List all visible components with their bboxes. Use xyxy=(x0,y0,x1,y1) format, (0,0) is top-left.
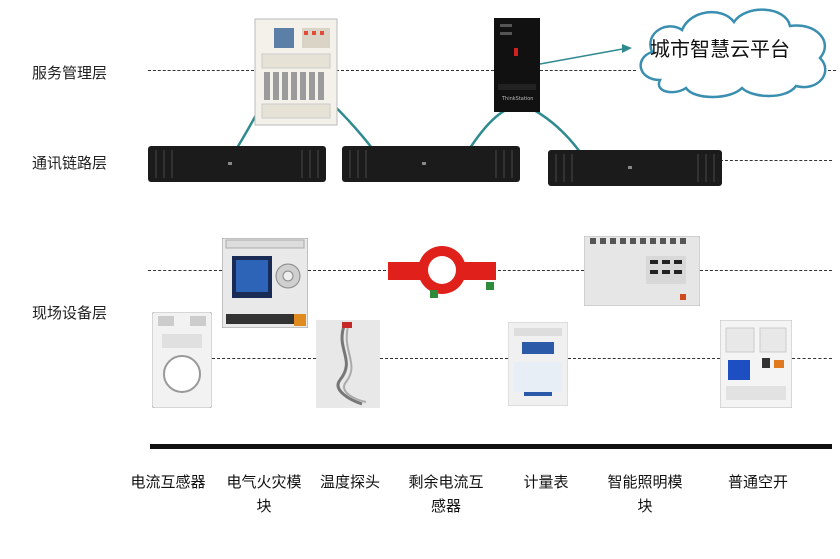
device-label-line1: 电流互感器 xyxy=(130,473,206,491)
dashed-line-field-lower-1 xyxy=(212,358,316,359)
fire-alarm-host-icon xyxy=(254,18,338,126)
field-base-bar xyxy=(150,444,832,449)
link-server-gateway3 xyxy=(533,108,582,153)
device-label-line1: 计量表 xyxy=(523,473,569,491)
energy-meter-icon xyxy=(508,322,568,406)
layer-label-comm: 通讯链路层 xyxy=(32,154,108,172)
layer-label-service: 服务管理层 xyxy=(32,64,108,82)
dashed-line-comm-2 xyxy=(720,160,832,161)
dashed-line-service-1 xyxy=(148,70,254,71)
intelligent-lighting-module-icon xyxy=(584,236,700,306)
device-label-line2: 块 xyxy=(637,497,653,515)
gateway-2-icon xyxy=(342,146,520,182)
current-transformer-icon xyxy=(152,312,212,408)
device-label-temperature-probe: 温度探头 xyxy=(312,470,388,494)
svg-text:ThinkStation: ThinkStation xyxy=(501,96,533,102)
cloud-label: 城市智慧云平台 xyxy=(650,37,790,61)
layer-label-field: 现场设备层 xyxy=(32,304,108,322)
dashed-line-service-4 xyxy=(818,70,836,71)
device-label-energy-meter: 计量表 xyxy=(516,470,576,494)
link-server-gateway2 xyxy=(468,108,507,149)
device-label-intelligent-lighting-module: 智能照明模 块 xyxy=(600,470,690,518)
device-label-line1: 电气火灾模 xyxy=(226,473,302,491)
dashed-line-service-3 xyxy=(540,70,636,71)
device-label-line2: 感器 xyxy=(430,497,461,515)
circuit-breaker-icon xyxy=(720,320,792,408)
dashed-line-field-upper-2 xyxy=(308,270,386,271)
link-server-cloud xyxy=(539,47,629,65)
device-label-electrical-fire-module: 电气火灾模 块 xyxy=(222,470,306,518)
device-label-current-transformer: 电流互感器 xyxy=(128,470,208,494)
electrical-fire-module-icon xyxy=(222,238,308,328)
dashed-line-field-lower-3 xyxy=(568,358,720,359)
device-label-line1: 剩余电流互 xyxy=(408,473,484,491)
temperature-probe-icon xyxy=(316,320,380,408)
gateway-3-icon xyxy=(548,150,722,186)
arrow-head-icon xyxy=(622,44,632,53)
dashed-line-service-2 xyxy=(336,70,494,71)
device-label-line1: 温度探头 xyxy=(319,473,380,491)
dashed-line-field-upper-4 xyxy=(700,270,832,271)
dashed-line-field-lower-4 xyxy=(792,358,832,359)
device-label-residual-current-transformer: 剩余电流互 感器 xyxy=(402,470,490,518)
residual-current-transformer-icon xyxy=(388,246,496,298)
server-tower-icon: ThinkStation xyxy=(494,18,540,112)
device-label-line2: 块 xyxy=(256,497,272,515)
device-label-line1: 智能照明模 xyxy=(607,473,683,491)
dashed-line-field-upper-3 xyxy=(498,270,584,271)
device-label-line1: 普通空开 xyxy=(727,473,788,491)
device-label-circuit-breaker: 普通空开 xyxy=(720,470,796,494)
cloud-icon xyxy=(639,8,827,99)
dashed-line-field-lower-2 xyxy=(380,358,508,359)
gateway-1-icon xyxy=(148,146,326,182)
dashed-line-field-upper-1 xyxy=(148,270,222,271)
